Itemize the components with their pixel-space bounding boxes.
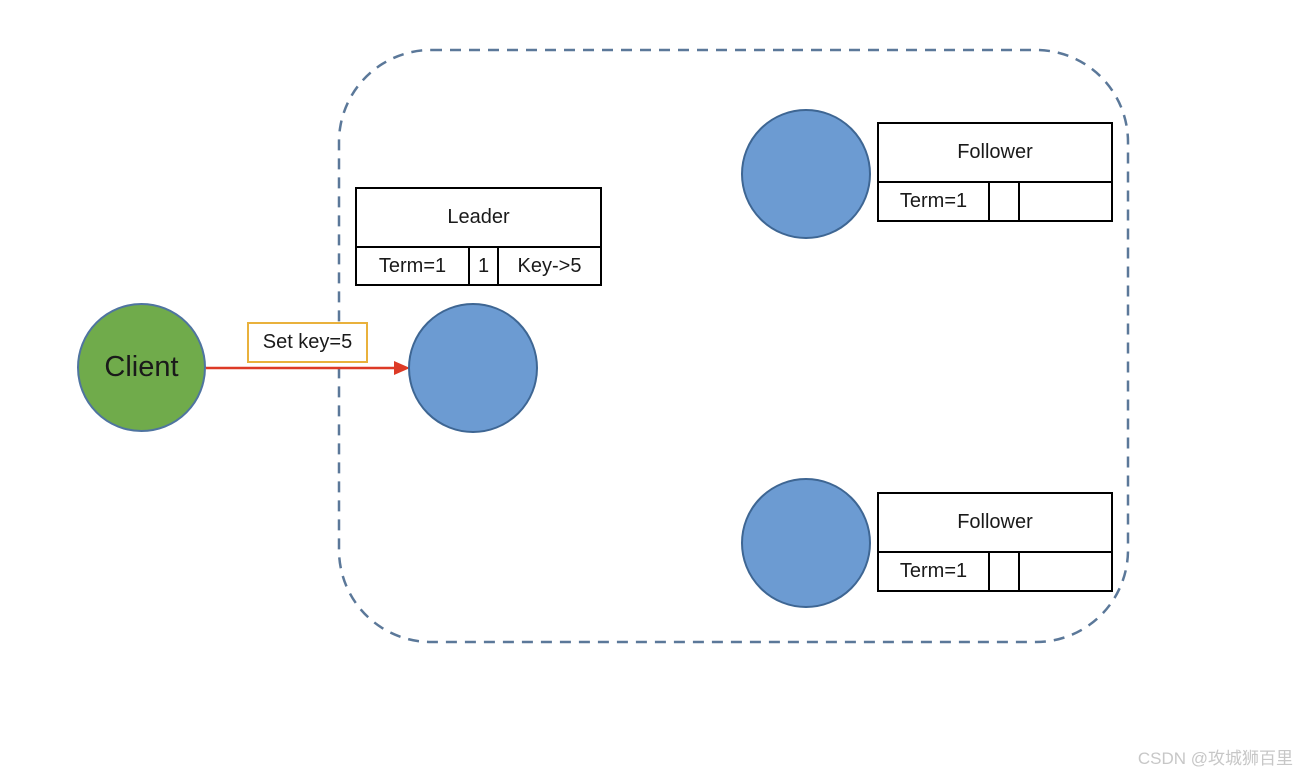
leader-log-table: Leader Term=1 1 Key->5 [355, 187, 602, 286]
follower-bottom-log-index-cell [990, 553, 1020, 590]
leader-log-entry-cell: Key->5 [517, 254, 582, 277]
follower-top-node [741, 109, 871, 239]
follower-top-term-cell: Term=1 [879, 183, 990, 220]
set-key-message-label: Set key=5 [262, 331, 353, 353]
follower-bottom-log-entry-cell [1020, 553, 1111, 590]
leader-term-cell: Term=1 [357, 248, 470, 284]
leader-table-title: Leader [357, 189, 600, 248]
follower-top-log-entry-cell [1020, 183, 1111, 220]
follower-top-log-table: Follower Term=1 [877, 122, 1113, 222]
client-label: Client [104, 351, 179, 383]
follower-bottom-node [741, 478, 871, 608]
csdn-watermark: CSDN @攻城狮百里 [1137, 749, 1293, 768]
leader-log-index-cell: 1 [470, 248, 499, 284]
follower-top-table-title: Follower [879, 124, 1111, 183]
client-node: Client [77, 303, 206, 432]
set-key-message-box: Set key=5 [247, 322, 368, 363]
leader-node [408, 303, 538, 433]
follower-top-log-index-cell [990, 183, 1020, 220]
follower-bottom-term-cell: Term=1 [879, 553, 990, 590]
follower-bottom-table-title: Follower [879, 494, 1111, 553]
follower-bottom-log-table: Follower Term=1 [877, 492, 1113, 592]
